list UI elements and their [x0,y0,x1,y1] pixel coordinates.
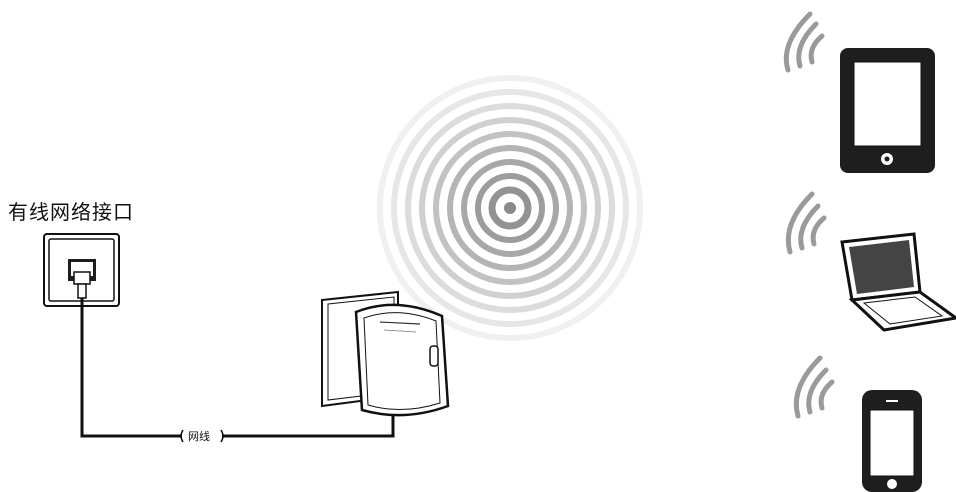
cable-label: 网线 [185,428,213,444]
wifi-signal-icon [788,194,824,252]
wifi-signal-icon [786,14,822,70]
wireless-router-icon [322,292,448,415]
wired-port-label: 有线网络接口 [8,196,134,225]
laptop-icon [842,234,956,330]
smartphone-icon [862,390,922,492]
wifi-broadcast-rings-icon [380,78,640,338]
tablet-icon [840,48,935,173]
wifi-signal-icon [796,358,832,416]
ethernet-wall-socket-icon [44,234,119,306]
